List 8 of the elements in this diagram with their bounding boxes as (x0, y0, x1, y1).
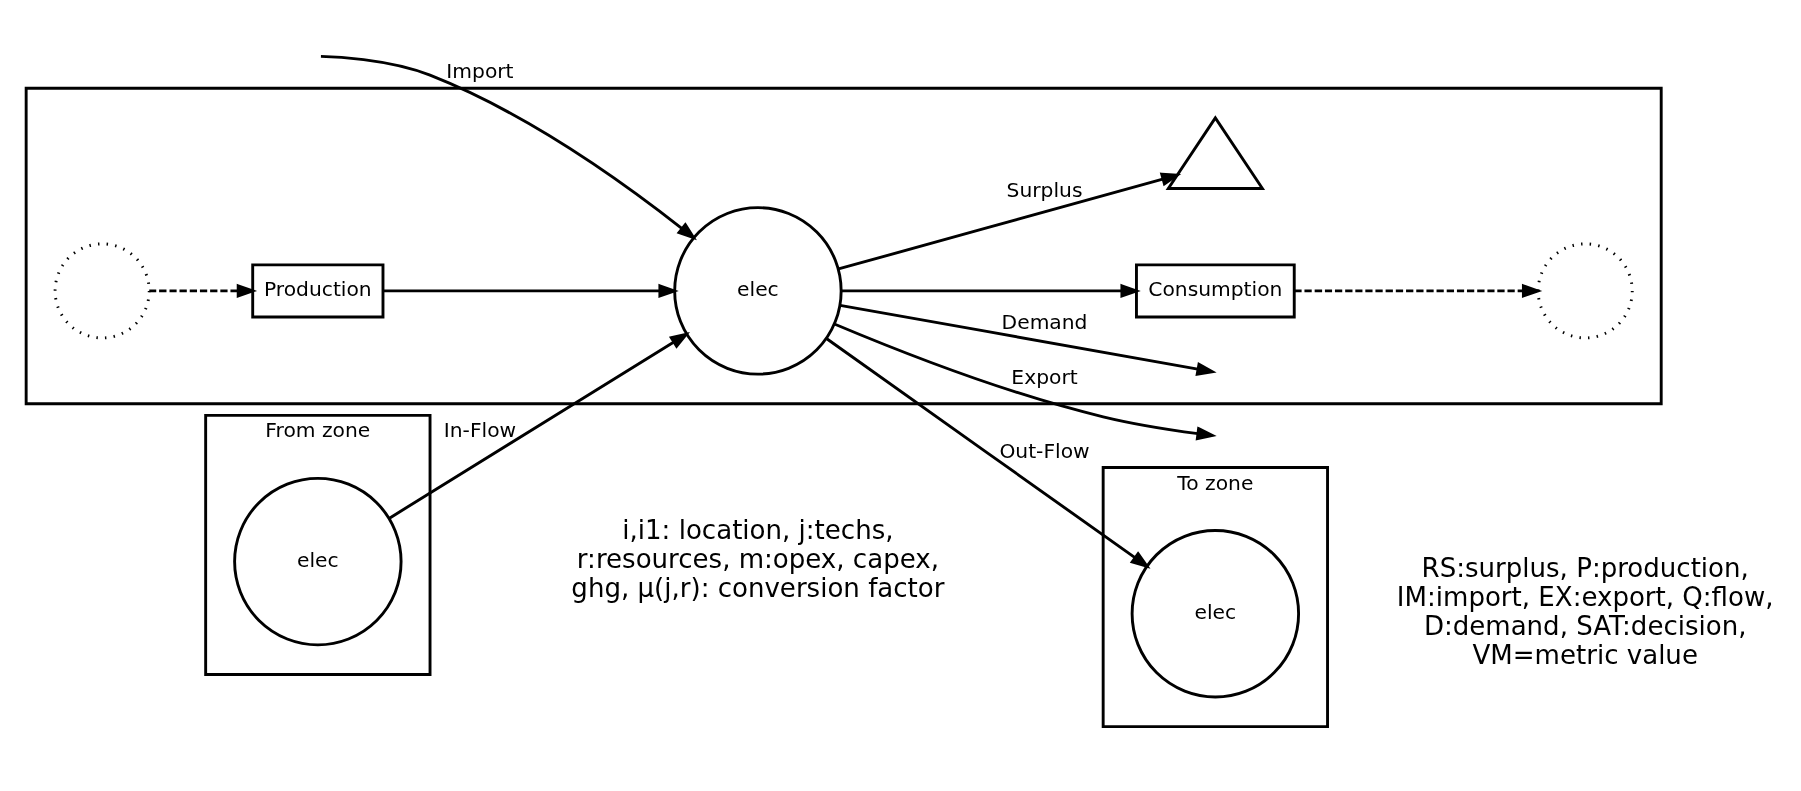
label: i,i1: location, j:techs, r:resources, m:opex, capex, ghg, μ(j,r): conversion factor (571, 514, 945, 603)
edge-label: Import (446, 58, 514, 83)
label: RS:surplus, P:production, IM:import, EX:export, Q:flow, D:demand, SAT:decision, VM=metric value (1396, 552, 1774, 670)
edge-label: In-Flow (443, 417, 517, 442)
edge-label: Out-Flow (999, 438, 1090, 463)
edge-label: Export (1011, 364, 1078, 389)
edge-label: Surplus (1006, 177, 1083, 202)
edge-label: Demand (1001, 309, 1088, 334)
